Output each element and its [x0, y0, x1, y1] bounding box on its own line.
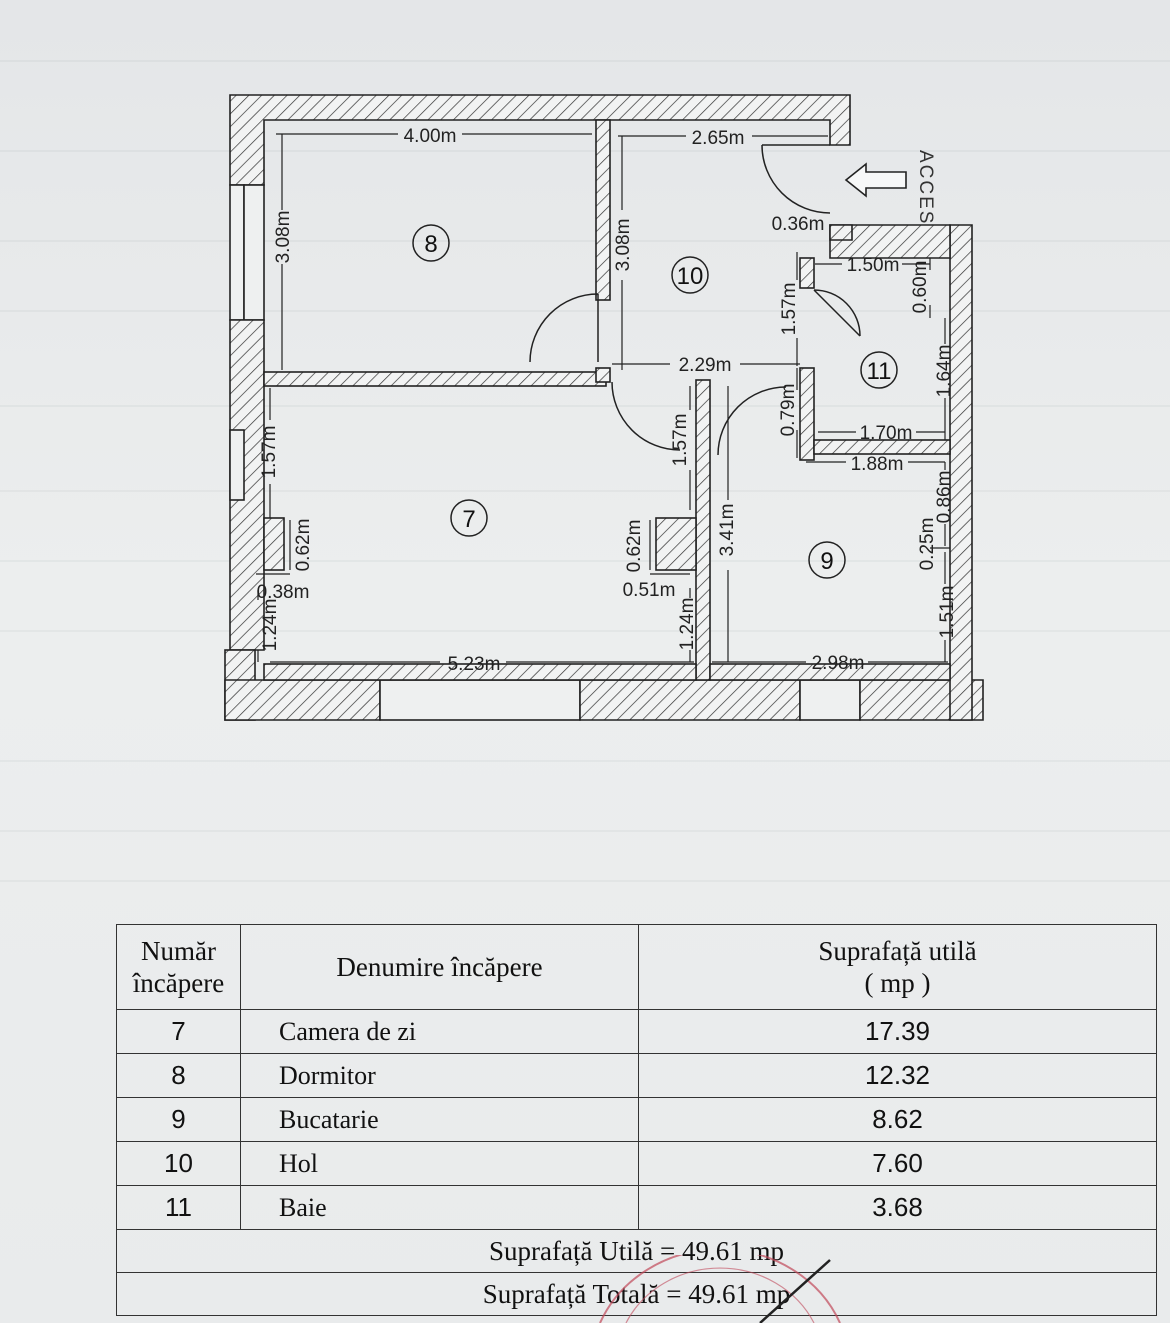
dim-1-64: 1.64m [934, 345, 955, 398]
row-name: Camera de zi [240, 1009, 639, 1054]
header-room-name: Denumire încăpere [240, 924, 639, 1010]
dim-1-57-hall: 1.57m [779, 283, 800, 336]
floor-plan: ACCES 8 10 11 7 [224, 94, 984, 721]
dim-0-86: 0.86m [934, 471, 955, 524]
dim-1-50: 1.50m [847, 255, 900, 276]
dim-4-00: 4.00m [404, 126, 457, 147]
dim-0-62-mid: 0.62m [624, 520, 645, 573]
dim-0-36: 0.36m [772, 214, 825, 235]
total-area: Suprafață Totală = 49.61 mp [116, 1272, 1157, 1316]
stamp-mark [599, 1255, 841, 1323]
dim-1-24-mid: 1.24m [677, 598, 698, 651]
room-number-10: 10 [677, 263, 704, 290]
dim-1-57-mid: 1.57m [670, 414, 691, 467]
table-row: 11 Baie 3.68 [116, 1185, 1157, 1230]
row-number: 10 [116, 1141, 241, 1186]
room-number-11: 11 [867, 358, 892, 385]
row-area: 3.68 [638, 1185, 1157, 1230]
access-label: ACCES [915, 150, 936, 225]
table-row: 8 Dormitor 12.32 [116, 1053, 1157, 1098]
row-number: 9 [116, 1097, 241, 1142]
row-area: 17.39 [638, 1009, 1157, 1054]
dim-1-88: 1.88m [851, 454, 904, 475]
row-area: 8.62 [638, 1097, 1157, 1142]
dim-3-08-mid: 3.08m [613, 219, 634, 272]
dim-0-79: 0.79m [778, 384, 799, 437]
dim-1-57-left: 1.57m [259, 426, 280, 479]
table-row: 7 Camera de zi 17.39 [116, 1009, 1157, 1054]
useful-total: Suprafață Utilă = 49.61 mp [116, 1229, 1157, 1273]
row-area: 12.32 [638, 1053, 1157, 1098]
room-labels [412, 224, 898, 579]
access-arrow-icon [844, 162, 907, 198]
table-row: 10 Hol 7.60 [116, 1141, 1157, 1186]
row-number: 8 [116, 1053, 241, 1098]
dim-2-98: 2.98m [812, 653, 865, 674]
dim-1-51: 1.51m [937, 586, 958, 639]
dim-2-65: 2.65m [692, 128, 745, 149]
dim-0-60: 0.60m [910, 261, 931, 314]
total-row: Suprafață Totală = 49.61 mp [116, 1272, 1157, 1316]
dim-1-24-left: 1.24m [260, 599, 281, 652]
dim-3-08-left: 3.08m [273, 211, 294, 264]
doors [529, 144, 861, 456]
room-number-8: 8 [424, 231, 437, 258]
useful-total-row: Suprafață Utilă = 49.61 mp [116, 1229, 1157, 1273]
row-name: Dormitor [240, 1053, 639, 1098]
header-useful-area: Suprafață utilă( mp ) [638, 924, 1157, 1010]
dim-2-29: 2.29m [679, 355, 732, 376]
dim-0-62-left: 0.62m [293, 519, 314, 572]
room-number-9: 9 [820, 548, 833, 575]
row-name: Hol [240, 1141, 639, 1186]
dim-0-51: 0.51m [623, 580, 676, 601]
dim-1-70: 1.70m [860, 423, 913, 444]
row-name: Bucatarie [240, 1097, 639, 1142]
dim-3-41: 3.41m [717, 504, 738, 557]
row-number: 7 [116, 1009, 241, 1054]
room-number-7: 7 [462, 506, 475, 533]
table-row: 9 Bucatarie 8.62 [116, 1097, 1157, 1142]
row-number: 11 [116, 1185, 241, 1230]
dimension-lines [256, 133, 950, 663]
dim-0-38: 0.38m [257, 582, 310, 603]
dim-5-23: 5.23m [448, 654, 501, 675]
dim-0-25: 0.25m [917, 518, 938, 571]
row-name: Baie [240, 1185, 639, 1230]
row-area: 7.60 [638, 1141, 1157, 1186]
walls [224, 94, 984, 721]
